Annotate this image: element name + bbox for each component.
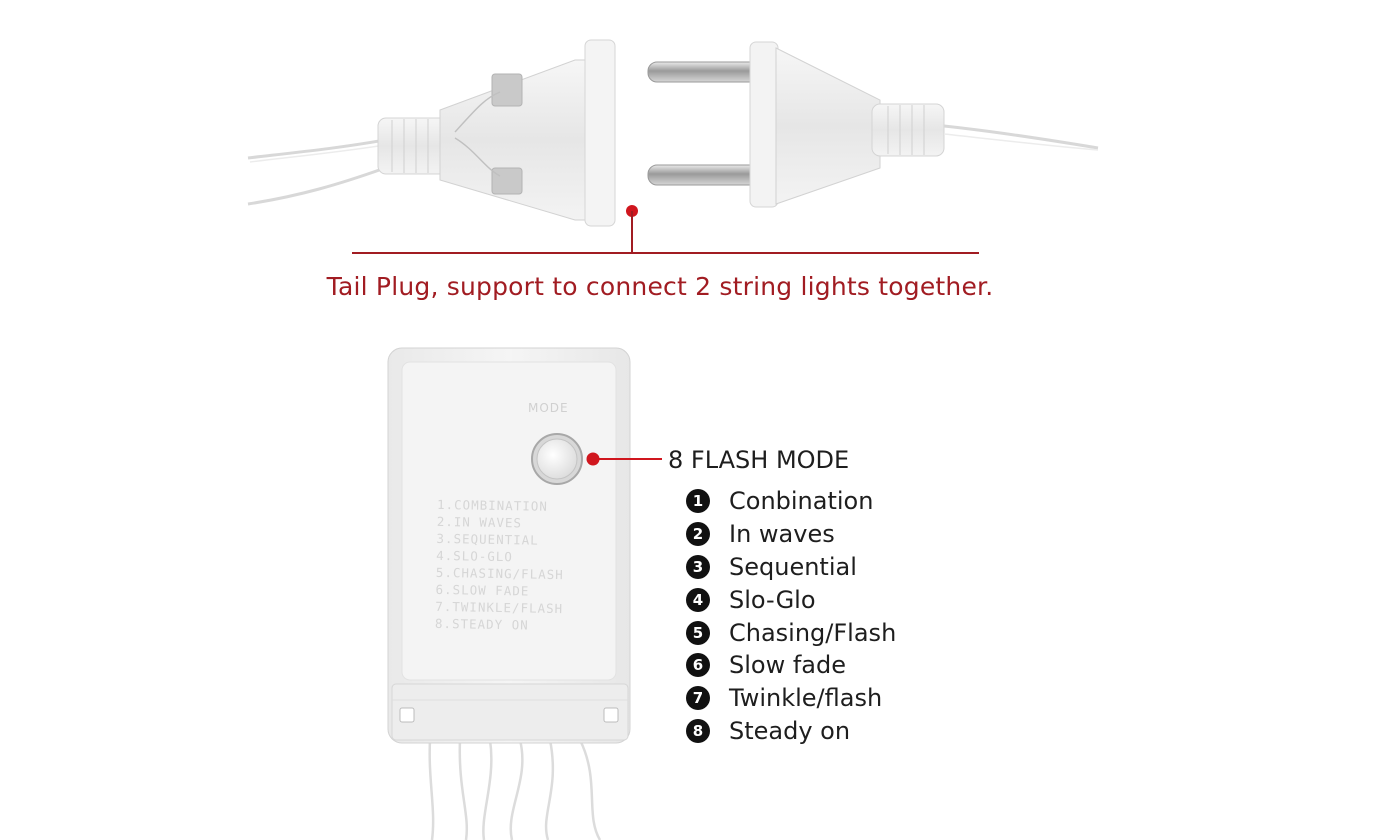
- number-badge-icon: 4: [686, 587, 710, 612]
- flash-mode-callout: [586, 452, 662, 466]
- number-badge-icon: 1: [686, 489, 710, 514]
- number-badge-icon: 5: [686, 620, 710, 645]
- flash-mode-list: 1 Conbination 2 In waves 3 Sequential 4 …: [686, 485, 896, 747]
- number-badge-icon: 8: [686, 718, 710, 743]
- mode-label: Sequential: [729, 552, 857, 581]
- number-badge-icon: 3: [686, 554, 710, 579]
- mode-label: Steady on: [729, 716, 851, 745]
- mode-label: Slo-Glo: [729, 585, 816, 614]
- mode-label: Conbination: [729, 487, 874, 516]
- controller-button-label: MODE: [528, 401, 569, 415]
- number-badge-icon: 6: [686, 653, 710, 678]
- number-badge-icon: 2: [686, 522, 710, 547]
- mode-label: Chasing/Flash: [729, 618, 897, 647]
- tail-plug-callout: [352, 205, 979, 254]
- list-item: 8 Steady on: [686, 715, 896, 748]
- controller-print-line: 4.SLO-GLO: [436, 547, 514, 565]
- number-badge-icon: 7: [686, 686, 710, 711]
- list-item: 6 Slow fade: [686, 649, 896, 682]
- mode-label: In waves: [729, 520, 835, 549]
- list-item: 4 Slo-Glo: [686, 583, 896, 616]
- controller-print-line: 8.STEADY ON: [434, 615, 529, 633]
- list-item: 7 Twinkle/flash: [686, 682, 896, 715]
- controller-print-line: 3.SEQUENTIAL: [436, 530, 539, 548]
- mode-label: Twinkle/flash: [729, 684, 883, 713]
- controller-box-icon: [387, 347, 631, 840]
- mode-label: Slow fade: [729, 651, 846, 680]
- flash-mode-title: 8 FLASH MODE: [668, 446, 850, 474]
- list-item: 5 Chasing/Flash: [686, 616, 896, 649]
- tail-plug-caption: Tail Plug, support to connect 2 string l…: [326, 272, 994, 301]
- list-item: 2 In waves: [686, 518, 896, 551]
- list-item: 1 Conbination: [686, 485, 896, 518]
- controller-printed-list: 1.COMBINATION 2.IN WAVES 3.SEQUENTIAL 4.…: [435, 497, 565, 635]
- male-plug-icon: [647, 41, 1099, 208]
- list-item: 3 Sequential: [686, 551, 896, 584]
- female-plug-icon: [247, 39, 616, 227]
